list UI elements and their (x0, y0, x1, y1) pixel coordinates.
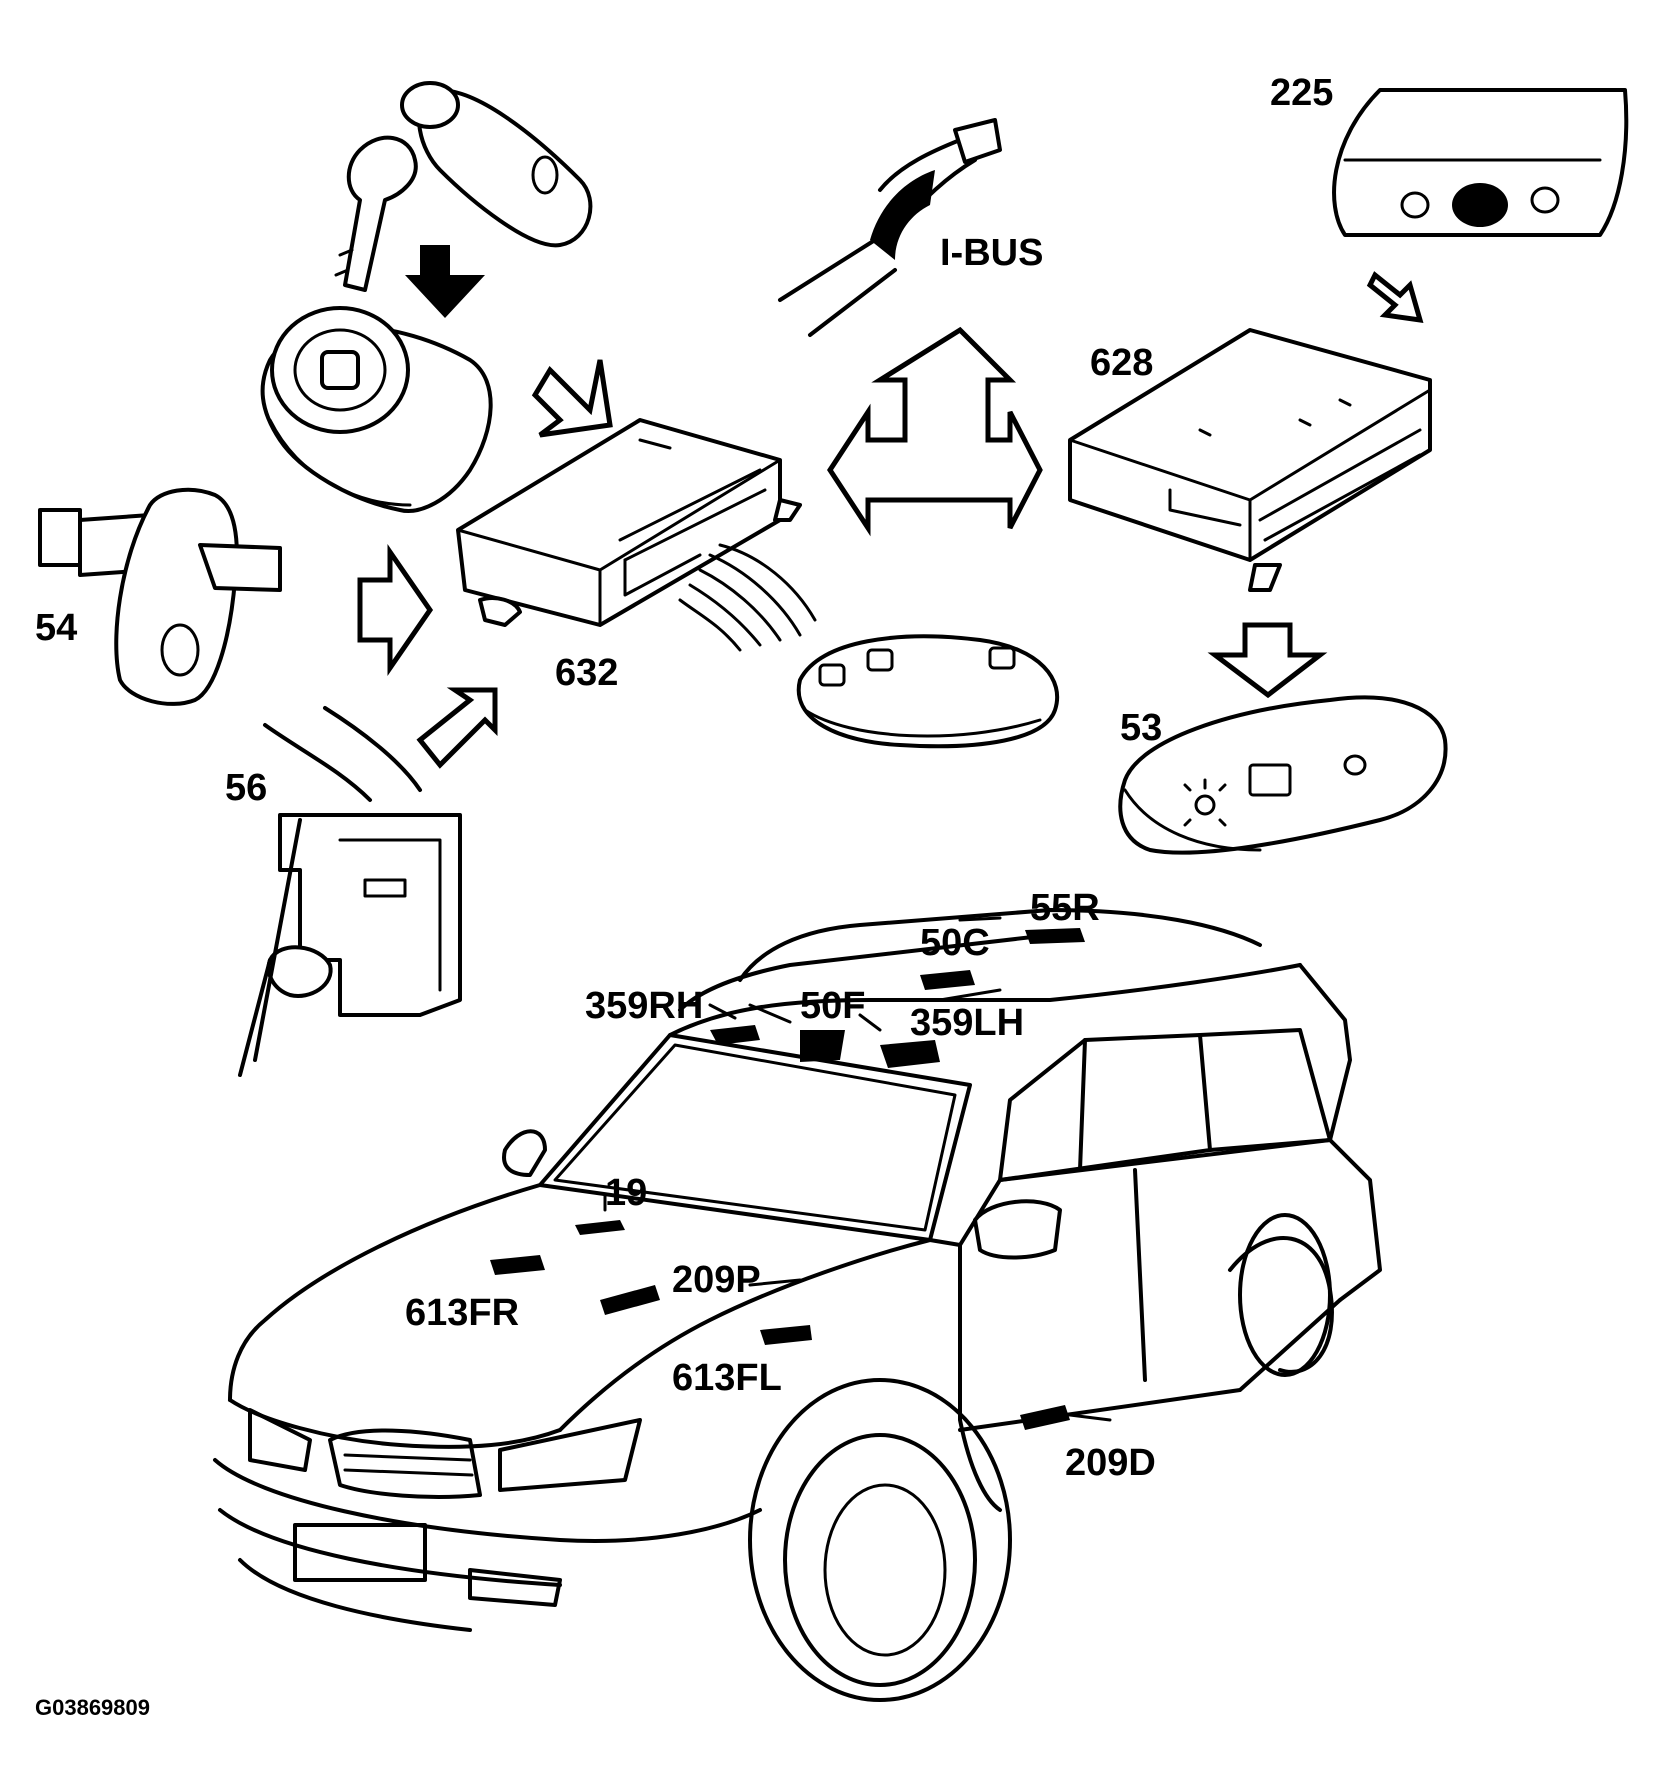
door-switch-illustration (38, 487, 282, 706)
ignition-switch-illustration (260, 306, 493, 513)
label-613fl: 613FL (672, 1357, 782, 1399)
insert-arrow-icon (405, 245, 485, 318)
label-53: 53 (1120, 707, 1162, 749)
figure-reference-code: G03869809 (35, 1695, 150, 1720)
interior-light-illustration (1332, 88, 1629, 237)
radio-signal-waves-icon (678, 543, 817, 652)
label-55r: 55R (1030, 887, 1100, 929)
arrow-module-to-interior-light-icon (1366, 271, 1424, 324)
component-location-markers (490, 928, 1085, 1430)
hood-switch-illustration (238, 706, 462, 1077)
label-209p: 209P (672, 1259, 761, 1301)
label-50f: 50F (800, 985, 865, 1027)
label-50c: 50C (920, 922, 990, 964)
marker-50f (800, 1030, 845, 1062)
marker-359rh (710, 1025, 760, 1045)
arrow-hood-switch-to-module-icon (416, 687, 498, 769)
i-bus-cable-illustration (778, 118, 1002, 337)
alarm-control-module-illustration (456, 418, 802, 627)
key-and-fob-illustration (334, 81, 593, 292)
label-359lh: 359LH (910, 1002, 1024, 1044)
arrow-ignition-to-module-icon (531, 359, 613, 438)
label-225: 225 (1270, 72, 1333, 114)
central-module-illustration (1068, 328, 1432, 592)
marker-55r (1025, 928, 1085, 944)
marker-359lh (880, 1040, 940, 1068)
car-outline-illustration (213, 908, 1382, 1702)
marker-613fl (760, 1325, 812, 1345)
label-leader-lines (603, 916, 1112, 1422)
label-19: 19 (605, 1172, 647, 1214)
label-56: 56 (225, 767, 267, 809)
marker-209d (1020, 1405, 1070, 1430)
arrow-door-switch-to-module-icon (357, 543, 434, 677)
switch-panel-illustration (1118, 695, 1448, 855)
label-632: 632 (555, 652, 618, 694)
marker-19 (575, 1220, 625, 1235)
label-54: 54 (35, 607, 77, 649)
label-359rh: 359RH (585, 985, 703, 1027)
label-209d: 209D (1065, 1442, 1156, 1484)
label-i-bus: I-BUS (940, 232, 1043, 274)
label-628: 628 (1090, 342, 1153, 384)
marker-50c (920, 970, 975, 990)
remote-transmitter-illustration (796, 634, 1060, 749)
bus-communication-arrows-icon (827, 326, 1043, 537)
label-613fr: 613FR (405, 1292, 519, 1334)
arrow-module-to-switch-panel-icon (1207, 622, 1328, 699)
marker-209p (600, 1285, 660, 1315)
marker-613fr (490, 1255, 545, 1275)
